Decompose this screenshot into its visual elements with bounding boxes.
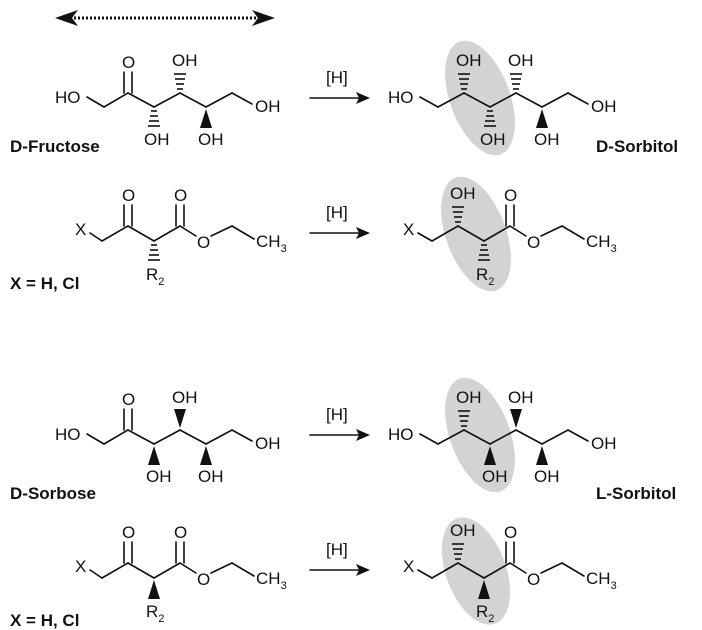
row-3-arrow: [H] bbox=[309, 405, 370, 441]
atom-oh: OH bbox=[172, 388, 198, 407]
atom-ho: HO bbox=[388, 88, 414, 107]
atom-oh: OH bbox=[534, 467, 560, 486]
atom-oh: OH bbox=[255, 434, 281, 453]
atom-oh: OH bbox=[456, 388, 482, 407]
atom-o: O bbox=[527, 233, 540, 252]
atom-r2: R2 bbox=[476, 602, 494, 625]
atom-o: O bbox=[174, 523, 187, 542]
atom-oh: OH bbox=[255, 97, 281, 116]
row-1-product: HO OH OH OH OH bbox=[388, 40, 617, 156]
reagent-label: [H] bbox=[326, 68, 348, 87]
atom-o: O bbox=[122, 523, 135, 542]
atom-oh: OH bbox=[450, 184, 476, 203]
atom-ch3: CH3 bbox=[586, 569, 617, 592]
atom-ho: HO bbox=[388, 425, 414, 444]
hashed-bond bbox=[148, 244, 160, 261]
atom-ch3: CH3 bbox=[586, 232, 617, 255]
atom-ho: HO bbox=[55, 88, 81, 107]
atom-oh: OH bbox=[172, 51, 198, 70]
wedge-bond bbox=[200, 446, 212, 465]
label-l-sorbitol: L-Sorbitol bbox=[596, 484, 676, 503]
hashed-bond bbox=[458, 73, 470, 90]
label-d-sorbitol: D-Sorbitol bbox=[596, 137, 678, 156]
highlight-ellipse bbox=[441, 176, 511, 292]
row-3-product: HO OH OH OH OH OH bbox=[388, 377, 617, 493]
row-4-arrow: [H] bbox=[309, 540, 370, 576]
atom-oh: OH bbox=[480, 130, 506, 149]
wedge-bond bbox=[148, 580, 160, 599]
row-4-product: X O O CH3 OH R2 bbox=[403, 517, 617, 625]
atom-x: X bbox=[403, 557, 414, 576]
hashed-bond bbox=[484, 110, 496, 127]
row-1-arrow: [H] bbox=[309, 68, 370, 104]
atom-oh: OH bbox=[591, 434, 617, 453]
hashed-bond bbox=[510, 73, 522, 90]
row-1-reactant: HO O OH OH OH OH bbox=[55, 51, 281, 149]
atom-o: O bbox=[197, 233, 210, 252]
atom-oh: OH bbox=[146, 467, 172, 486]
atom-o: O bbox=[504, 523, 517, 542]
atom-o: O bbox=[122, 53, 135, 72]
label-d-fructose: D-Fructose bbox=[10, 137, 100, 156]
atom-ho: HO bbox=[55, 425, 81, 444]
atom-oh: OH bbox=[198, 467, 224, 486]
wedge-bond bbox=[510, 409, 522, 428]
atom-o: O bbox=[122, 186, 135, 205]
atom-r2: R2 bbox=[146, 602, 164, 625]
wedge-bond bbox=[174, 409, 186, 428]
row-4-reactant: X O O O CH3 R2 bbox=[75, 523, 287, 625]
atom-oh: OH bbox=[450, 521, 476, 540]
reagent-label: [H] bbox=[326, 405, 348, 424]
atom-oh: OH bbox=[534, 130, 560, 149]
atom-ch3: CH3 bbox=[256, 569, 287, 592]
atom-o: O bbox=[527, 570, 540, 589]
hashed-bond bbox=[148, 110, 160, 127]
wedge-bond bbox=[148, 446, 160, 465]
atom-r2: R2 bbox=[476, 265, 494, 288]
label-x-h-cl: X = H, Cl bbox=[10, 274, 79, 293]
highlight-ellipse bbox=[445, 377, 515, 493]
atom-oh: OH bbox=[508, 388, 534, 407]
hashed-bond bbox=[478, 244, 490, 261]
atom-x: X bbox=[75, 557, 86, 576]
atom-oh: OH bbox=[508, 51, 534, 70]
wedge-bond bbox=[536, 446, 548, 465]
atom-o: O bbox=[122, 390, 135, 409]
row-2-arrow: [H] bbox=[309, 203, 370, 239]
hashed-bond bbox=[452, 543, 464, 560]
atom-oh: OH bbox=[456, 51, 482, 70]
atom-oh: OH bbox=[144, 130, 170, 149]
hashed-bond bbox=[174, 73, 186, 90]
highlight-ellipse bbox=[445, 40, 515, 156]
reagent-label: [H] bbox=[326, 540, 348, 559]
atom-ch3: CH3 bbox=[256, 232, 287, 255]
double-headed-arrow bbox=[55, 10, 275, 26]
atom-oh: OH bbox=[198, 130, 224, 149]
reagent-label: [H] bbox=[326, 203, 348, 222]
atom-x: X bbox=[403, 220, 414, 239]
atom-oh: OH bbox=[591, 97, 617, 116]
hashed-bond bbox=[452, 206, 464, 223]
atom-x: X bbox=[75, 220, 86, 239]
row-2-product: X O O CH3 OH R2 bbox=[403, 176, 617, 292]
atom-o: O bbox=[197, 570, 210, 589]
wedge-bond bbox=[478, 580, 490, 599]
atom-r2: R2 bbox=[146, 265, 164, 288]
atom-o: O bbox=[174, 186, 187, 205]
hashed-bond bbox=[458, 410, 470, 427]
atom-oh: OH bbox=[482, 467, 508, 486]
atom-o: O bbox=[504, 186, 517, 205]
label-x-h-cl: X = H, Cl bbox=[10, 611, 79, 630]
wedge-bond bbox=[200, 109, 212, 128]
label-d-sorbose: D-Sorbose bbox=[10, 484, 96, 503]
wedge-bond bbox=[484, 446, 496, 465]
row-3-reactant: HO O OH OH OH OH bbox=[55, 388, 281, 486]
wedge-bond bbox=[536, 109, 548, 128]
row-2-reactant: X O O O CH3 R2 bbox=[75, 186, 287, 288]
